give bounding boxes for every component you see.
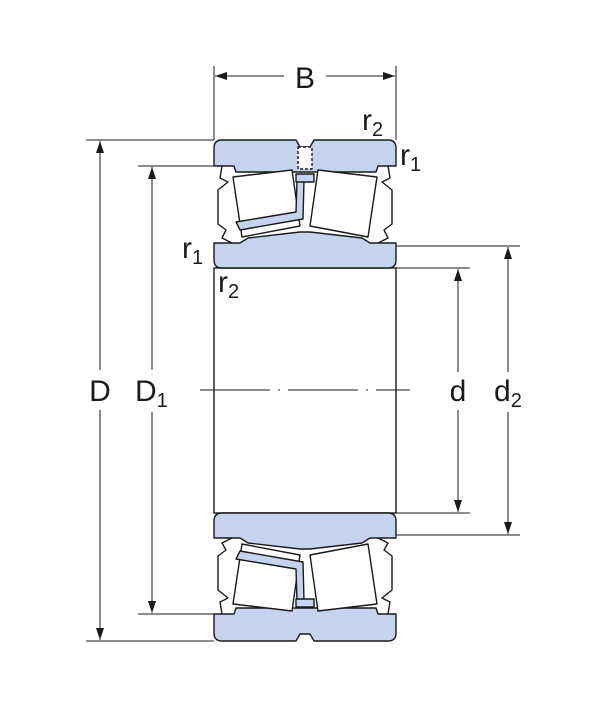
label-r2-left: r2: [218, 266, 239, 303]
label-d-outer: D: [89, 375, 111, 408]
label-d-bore: d: [450, 375, 467, 408]
guide-ring-bottom: [295, 598, 315, 608]
label-b: B: [295, 62, 315, 95]
seal-top-right: [377, 165, 393, 244]
bottom-section: [213, 512, 397, 642]
label-r1-top: r1: [400, 139, 421, 176]
top-section: [213, 139, 397, 269]
seal-top-left: [217, 165, 233, 244]
inner-ring-bottom: [213, 512, 397, 550]
inner-ring-top: [213, 231, 397, 269]
guide-ring-top: [295, 173, 315, 183]
lube-hole: [297, 146, 313, 170]
label-d2: d2: [494, 375, 522, 412]
outer-ring-bottom: [213, 607, 397, 642]
dimension-lines: [86, 66, 520, 642]
roller-top-right: [309, 169, 378, 238]
seal-bottom-right: [377, 537, 393, 615]
roller-bottom-right: [309, 543, 378, 612]
label-r1-left: r1: [182, 232, 203, 269]
dimension-labels: B r2 r1 r1 r2 D D1 d d2: [89, 62, 522, 412]
label-r2-top: r2: [362, 104, 383, 141]
seal-bottom-left: [217, 537, 233, 615]
label-d1: D1: [135, 375, 168, 412]
